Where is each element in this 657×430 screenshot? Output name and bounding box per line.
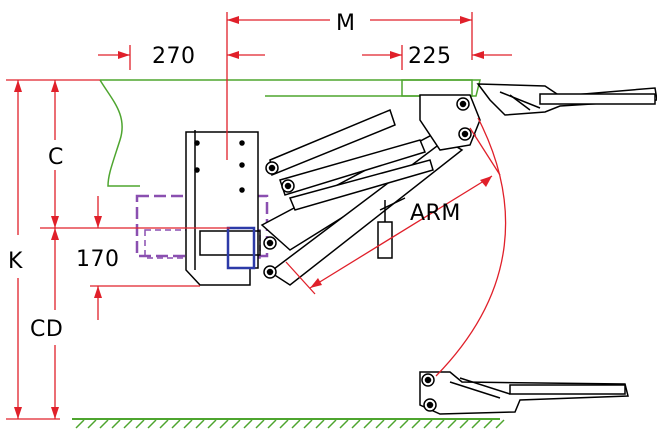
- ground-hatch-mark: [135, 419, 145, 429]
- ground-hatch-mark: [495, 419, 505, 429]
- ground-hatch-mark: [75, 419, 85, 429]
- ground-hatch-mark: [351, 419, 361, 429]
- label-270: 270: [152, 44, 196, 69]
- ground-hatch-mark: [327, 419, 337, 429]
- ground-hatch-mark: [243, 419, 253, 429]
- main-boom: [260, 94, 481, 286]
- ground-hatch-mark: [207, 419, 217, 429]
- label-225: 225: [408, 44, 452, 69]
- ground-hatch-mark: [303, 419, 313, 429]
- label-k: K: [8, 249, 23, 274]
- ground-hatch-mark: [99, 419, 109, 429]
- ground-hatch-mark: [375, 419, 385, 429]
- blue-mount-square: [226, 226, 256, 270]
- dimension-labels: M 270 225 C K 170 CD ARM: [8, 11, 461, 342]
- ground-line: [72, 418, 505, 429]
- label-arm: ARM: [410, 201, 461, 226]
- ground-hatch-mark: [171, 419, 181, 429]
- ground-hatch-mark: [147, 419, 157, 429]
- ground-hatch-mark: [87, 419, 97, 429]
- ground-hatch-mark: [159, 419, 169, 429]
- ground-hatch-mark: [459, 419, 469, 429]
- ground-hatch-mark: [435, 419, 445, 429]
- ground-hatch-mark: [267, 419, 277, 429]
- ground-hatch-mark: [483, 419, 493, 429]
- ground-hatch-mark: [339, 419, 349, 429]
- ground-hatch-mark: [183, 419, 193, 429]
- ground-hatch-mark: [399, 419, 409, 429]
- ground-hatch-mark: [111, 419, 121, 429]
- ground-hatch-mark: [195, 419, 205, 429]
- label-c: C: [48, 145, 64, 170]
- upper-boom-extension: [476, 83, 657, 116]
- label-170: 170: [76, 247, 120, 272]
- label-cd: CD: [30, 317, 63, 342]
- lower-boom-stowed: [419, 371, 629, 415]
- ground-hatch-mark: [255, 419, 265, 429]
- ground-hatch-mark: [423, 419, 433, 429]
- ground-hatch-mark: [471, 419, 481, 429]
- ground-hatch-mark: [123, 419, 133, 429]
- ground-hatch-mark: [279, 419, 289, 429]
- ground-hatch-mark: [363, 419, 373, 429]
- ground-hatch-mark: [315, 419, 325, 429]
- ground-hatch-mark: [231, 419, 241, 429]
- ground-hatch-mark: [387, 419, 397, 429]
- dimension-arrowheads: [14, 16, 492, 419]
- ground-hatch-mark: [291, 419, 301, 429]
- ground-hatch-mark: [447, 419, 457, 429]
- label-m: M: [336, 11, 355, 36]
- ground-hatch-mark: [411, 419, 421, 429]
- ground-hatch-mark: [219, 419, 229, 429]
- crane-column: [185, 130, 261, 286]
